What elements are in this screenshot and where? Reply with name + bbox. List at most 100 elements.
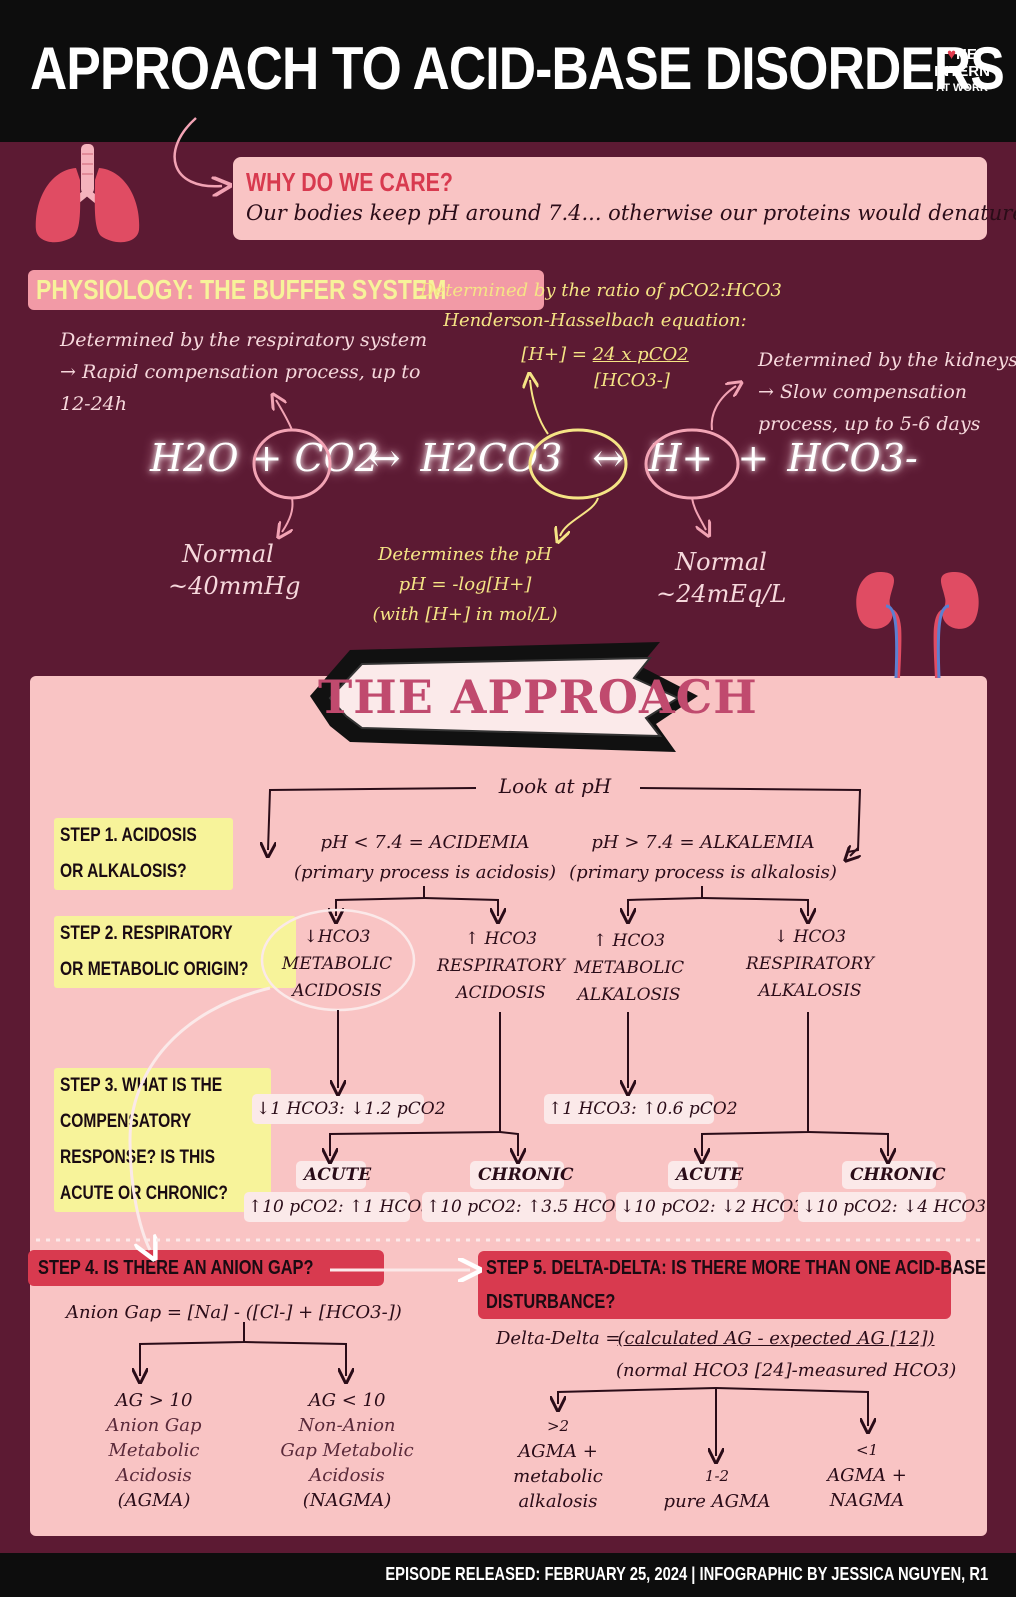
approach-banner: THE APPROACH [318, 640, 758, 752]
ag-low-line: Acidosis [309, 1465, 385, 1486]
ag-high-line: Metabolic [108, 1440, 200, 1461]
resp-alkalosis-acute: ↓10 pCO2: ↓2 HCO3 [616, 1192, 804, 1222]
node-line: RESPIRATORY [746, 954, 874, 974]
comp-metabolic-alkalosis: ↑1 HCO3: ↑0.6 pCO2 [544, 1094, 738, 1124]
node-line: METABOLIC [573, 958, 685, 978]
hco3-normal: Normal ~24mEq/L [656, 546, 786, 610]
acidemia: pH < 7.4 = ACIDEMIA (primary process is … [290, 828, 560, 888]
step-3-label: STEP 3. WHAT IS THE COMPENSATORY RESPONS… [54, 1068, 271, 1212]
lungs-icon [35, 144, 140, 243]
eq-arrow: ↔ [368, 436, 401, 480]
anion-gap-formula: Anion Gap = [Na] - ([Cl-] + [HCO3-]) [66, 1302, 402, 1323]
step-5-line: DISTURBANCE? [486, 1291, 616, 1313]
kidney-note-line: process, up to 5-6 days [758, 413, 981, 435]
kidney-note: Determined by the kidneys → Slow compens… [758, 344, 1016, 440]
node-line: ↓ HCO3 [773, 927, 847, 947]
dd-mid-line: 1-2 [704, 1467, 730, 1485]
hco3-normal-label: Normal [675, 548, 767, 576]
physiology-title-text: PHYSIOLOGY: THE BUFFER SYSTEM [36, 274, 447, 305]
ph-note: Determines the pH pH = -log[H+] (with [H… [360, 540, 570, 630]
node-line: ↑ HCO3 [592, 931, 666, 951]
respiratory-note: Determined by the respiratory system → R… [60, 324, 427, 420]
ag-low-line: AG < 10 [308, 1390, 386, 1411]
hh-numerator: 24 x pCO2 [592, 344, 689, 365]
logo-line-3: AT WORK [936, 82, 988, 94]
node-line: ↓HCO3 [303, 927, 371, 947]
resp-alkalosis-chronic: ↓10 pCO2: ↓4 HCO3 [798, 1192, 986, 1222]
acidemia-line: (primary process is acidosis) [294, 862, 556, 883]
ph-note-line: pH = -log[H+] [398, 574, 532, 595]
dd-gt2-line: metabolic [513, 1466, 603, 1487]
eq-hco3: HCO3- [787, 436, 918, 480]
physiology-title: PHYSIOLOGY: THE BUFFER SYSTEM [28, 270, 545, 310]
resp-acidosis-acute: ↑10 pCO2: ↑1 HCO3 [244, 1192, 432, 1222]
dd-lt1-line: NAGMA [829, 1490, 905, 1511]
why-title: WHY DO WE CARE? [246, 167, 453, 197]
metabolic-acidosis: ↓HCO3 METABOLIC ACIDOSIS [272, 924, 402, 1005]
respiratory-note-line: Determined by the respiratory system [60, 329, 428, 351]
eq-co2: CO2 [294, 436, 379, 480]
step-2-line: STEP 2. RESPIRATORY [60, 923, 233, 944]
delta-lt-1: <1 AGMA + NAGMA [812, 1438, 922, 1513]
node-line: METABOLIC [281, 954, 393, 974]
respiratory-alkalosis: ↓ HCO3 RESPIRATORY ALKALOSIS [740, 924, 880, 1005]
node-line: ACIDOSIS [292, 981, 382, 1001]
delta-numerator: (calculated AG - expected AG [12]) [617, 1328, 935, 1349]
step-1-label: STEP 1. ACIDOSIS OR ALKALOSIS? [54, 818, 233, 890]
approach-banner-ribbon [310, 642, 698, 752]
alkalemia-line: (primary process is alkalosis) [569, 862, 837, 883]
why-text: Our bodies keep pH around 7.4... otherwi… [246, 201, 1016, 225]
heart-cross-icon: ♥ [947, 46, 957, 63]
alkalemia-line: pH > 7.4 = ALKALEMIA [591, 832, 815, 853]
eq-h: H+ [648, 436, 714, 480]
logo-line-2: INTERN [934, 63, 990, 80]
resp-alkalosis-chronic-tag: CHRONIC [842, 1161, 946, 1189]
ag-low-line: Gap Metabolic [280, 1440, 414, 1461]
ph-note-line: Determines the pH [377, 544, 553, 565]
ratio-note: Determined by the ratio of pCO2:HCO3 Hen… [420, 276, 782, 336]
logo: ♥HE INTERN AT WORK [926, 46, 998, 97]
step-5-label: STEP 5. DELTA-DELTA: IS THERE MORE THAN … [478, 1251, 986, 1319]
eq-h2co3: H2CO3 [420, 436, 563, 480]
page-title: APPROACH TO ACID-BASE DISORDERS [30, 35, 1005, 102]
ag-high-line: Anion Gap [106, 1415, 202, 1436]
ag-high-line: AG > 10 [115, 1390, 193, 1411]
ag-high-line: Acidosis [116, 1465, 192, 1486]
ratio-note-line: Determined by the ratio of pCO2:HCO3 [420, 280, 782, 301]
ag-low-line: (NAGMA) [302, 1490, 392, 1511]
ag-high-line: (AGMA) [117, 1490, 191, 1511]
step-3-line: RESPONSE? IS THIS [60, 1147, 215, 1168]
eq-h2o: H2O [150, 436, 239, 480]
approach-banner-text: THE APPROACH [318, 670, 758, 724]
step-3-line: COMPENSATORY [60, 1111, 192, 1132]
step-2-line: OR METABOLIC ORIGIN? [60, 959, 249, 980]
comp-metabolic-acidosis: ↓1 HCO3: ↓1.2 pCO2 [252, 1094, 446, 1124]
kidney-note-line: → Slow compensation [758, 381, 967, 403]
eq-plus: + [250, 436, 283, 480]
delta-gt-2: >2 AGMA + metabolic alkalosis [498, 1414, 618, 1514]
look-at-ph: Look at pH [498, 774, 612, 798]
title-bar: APPROACH TO ACID-BASE DISORDERS ♥HE INTE… [0, 0, 1016, 142]
node-line: ↑ HCO3 [464, 929, 538, 949]
step-1-line: OR ALKALOSIS? [60, 861, 187, 882]
node-line: ALKALOSIS [577, 985, 681, 1005]
dd-mid-line: pure AGMA [663, 1491, 771, 1512]
step-5-line: STEP 5. DELTA-DELTA: IS THERE MORE THAN … [486, 1257, 986, 1279]
node-line: RESPIRATORY [437, 956, 565, 976]
dd-gt2-line: AGMA + [518, 1441, 598, 1462]
acidemia-line: pH < 7.4 = ACIDEMIA [320, 832, 530, 853]
step-4-text: STEP 4. IS THERE AN ANION GAP? [38, 1257, 314, 1279]
dd-lt1-line: AGMA + [827, 1465, 907, 1486]
dd-gt2-line: >2 [546, 1417, 570, 1435]
kidneys-icon [856, 572, 979, 678]
dd-gt2-line: alkalosis [518, 1491, 598, 1512]
respiratory-acidosis: ↑ HCO3 RESPIRATORY ACIDOSIS [436, 926, 566, 1007]
buffer-equation: H2O + CO2 ↔ H2CO3 ↔ H+ + HCO3- [150, 436, 918, 480]
node-line: ACIDOSIS [456, 983, 546, 1003]
co2-normal-label: Normal [182, 540, 274, 568]
kidney-note-line: Determined by the kidneys [758, 349, 1016, 371]
resp-acidosis-chronic: ↑10 pCO2: ↑3.5 HCO3 [422, 1192, 626, 1222]
eq-plus: + [737, 436, 770, 480]
delta-label: Delta-Delta = [496, 1328, 621, 1349]
